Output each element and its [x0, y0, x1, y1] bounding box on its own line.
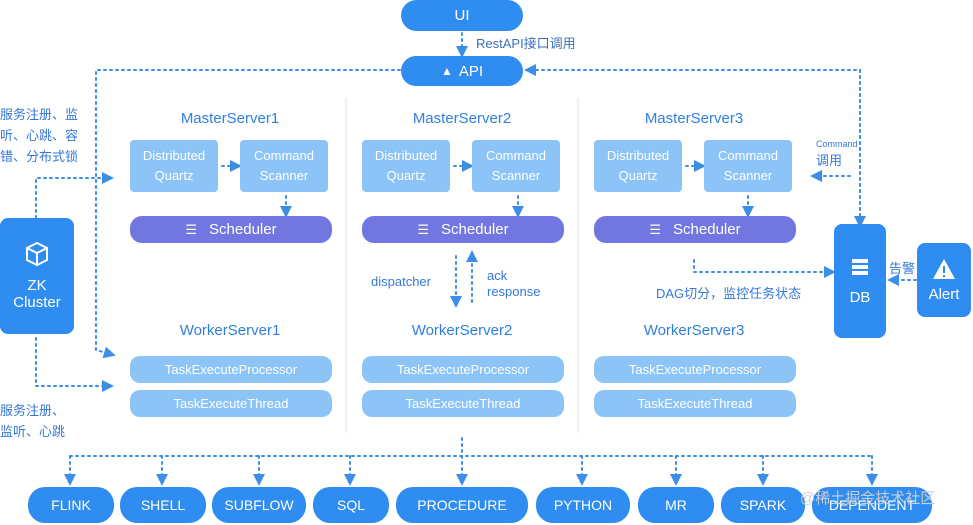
task-type-flink: FLINK	[28, 487, 114, 523]
database-icon: ☰	[185, 221, 198, 237]
distributed-quartz-box: Distributed Quartz	[130, 140, 218, 192]
task-execute-processor: TaskExecuteProcessor	[130, 356, 332, 383]
command-small-label: Command	[816, 139, 858, 149]
api-to-worker-line	[95, 69, 401, 359]
task-execute-processor: TaskExecuteProcessor	[362, 356, 564, 383]
scheduler-label: Scheduler	[209, 221, 277, 238]
task-type-mr: MR	[638, 487, 714, 523]
ui-node: UI	[401, 0, 523, 31]
db-to-api-line	[524, 64, 861, 223]
alert-note: 告警	[889, 261, 916, 276]
task-type-shell: SHELL	[120, 487, 206, 523]
plug-icon: ▲	[440, 64, 453, 78]
dag-note: DAG切分，监控任务状态	[656, 286, 802, 301]
scheduler-bar: ☰ Scheduler	[130, 216, 332, 243]
warning-icon	[933, 258, 955, 279]
master-title: MasterServer1	[180, 110, 280, 127]
master-title: MasterServer2	[412, 110, 512, 127]
api-arrow-label: RestAPI接口调用	[476, 36, 576, 51]
distributed-quartz-box: Distributed Quartz	[594, 140, 682, 192]
task-execute-thread: TaskExecuteThread	[362, 390, 564, 417]
cluster-label: Cluster	[13, 294, 61, 311]
zk-master-line	[35, 172, 114, 219]
response-label: response	[487, 284, 541, 299]
task-type-subflow: SUBFLOW	[212, 487, 306, 523]
command-call-label: 调用	[816, 153, 843, 168]
task-execute-thread: TaskExecuteThread	[594, 390, 796, 417]
api-label: API	[458, 62, 484, 80]
cube-icon	[26, 241, 48, 267]
worker-title: WorkerServer1	[179, 322, 281, 339]
database-icon: ☰	[417, 221, 430, 237]
command-scanner-box: Command Scanner	[240, 140, 328, 192]
alert-label: Alert	[928, 285, 960, 303]
zk-worker-line	[35, 337, 114, 392]
distributed-quartz-box: Distributed Quartz	[362, 140, 450, 192]
scheduler-bar: ☰ Scheduler	[362, 216, 564, 243]
server-icon	[852, 258, 868, 275]
watermark: @稀土掘金技术社区	[800, 490, 936, 507]
registry-note-top: 服务注册、监 听、心跳、容 错、分布式锁	[0, 107, 79, 164]
scheduler-label: Scheduler	[441, 221, 509, 238]
alert-node: Alert	[917, 243, 971, 317]
dispatcher-label: dispatcher	[371, 274, 431, 289]
task-execute-thread: TaskExecuteThread	[130, 390, 332, 417]
task-type-dependent: DEPENDENT	[812, 487, 932, 523]
panel-divider	[577, 98, 579, 433]
panel-divider	[345, 98, 347, 433]
zk-label: ZK	[27, 277, 47, 294]
scheduler-label: Scheduler	[673, 221, 741, 238]
task-type-procedure: PROCEDURE	[396, 487, 528, 523]
database-icon: ☰	[649, 221, 662, 237]
zk-cluster-node: ZK Cluster	[0, 218, 74, 334]
task-type-sql: SQL	[313, 487, 389, 523]
worker-title: WorkerServer3	[643, 322, 745, 339]
master-title: MasterServer3	[644, 110, 744, 127]
scheduler-bar: ☰ Scheduler	[594, 216, 796, 243]
api-node: ▲ API	[401, 56, 523, 86]
ui-label: UI	[454, 7, 470, 24]
task-type-python: PYTHON	[536, 487, 630, 523]
db-label: DB	[849, 288, 871, 306]
command-scanner-box: Command Scanner	[472, 140, 560, 192]
command-scanner-box: Command Scanner	[704, 140, 792, 192]
ack-label: ack	[487, 268, 508, 283]
task-execute-processor: TaskExecuteProcessor	[594, 356, 796, 383]
registry-note-bottom: 服务注册、 监听、心跳	[0, 403, 66, 439]
task-type-spark: SPARK	[721, 487, 805, 523]
db-node: DB	[834, 224, 886, 338]
worker-title: WorkerServer2	[411, 322, 513, 339]
